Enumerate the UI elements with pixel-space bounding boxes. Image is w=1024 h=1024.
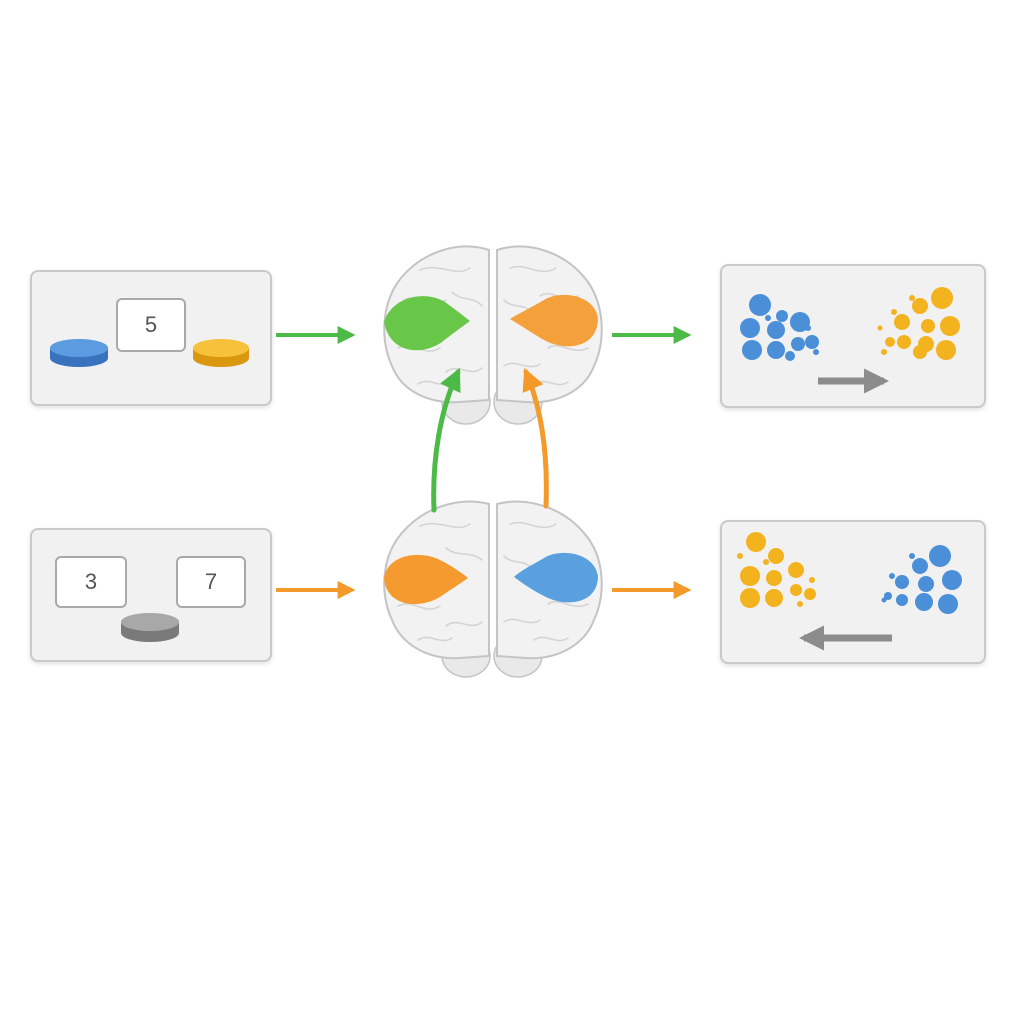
green-curved-arrow-icon <box>431 367 461 513</box>
blue-particle-cluster-icon-bottom <box>881 545 962 614</box>
blue-particle-cluster-icon-top <box>740 294 819 361</box>
number-box-7: 7 <box>176 556 246 608</box>
gray-disc-token-icon <box>121 613 179 642</box>
yellow-particle-cluster-icon-bottom <box>737 532 816 608</box>
bottom-brain-icon <box>383 500 603 678</box>
yellow-particle-cluster-icon-top <box>877 287 960 360</box>
top-brain-icon <box>383 245 603 425</box>
number-box-5: 5 <box>116 298 186 352</box>
blue-disc-token-icon <box>50 339 108 367</box>
number-box-3: 3 <box>55 556 127 608</box>
orange-curved-arrow-icon <box>522 367 549 509</box>
yellow-disc-token-icon <box>193 339 249 367</box>
